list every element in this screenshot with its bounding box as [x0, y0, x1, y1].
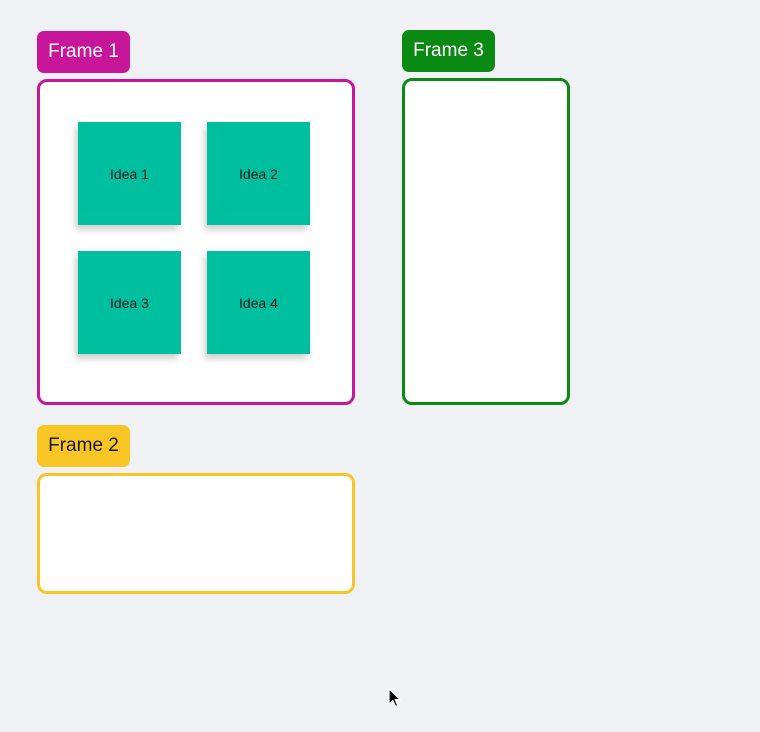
frame-3-label[interactable]: Frame 3	[402, 30, 495, 72]
frame-3[interactable]	[402, 78, 570, 405]
sticky-note-label: Idea 2	[239, 165, 278, 182]
sticky-note-label: Idea 3	[110, 294, 149, 311]
arrow-cursor-icon	[388, 688, 401, 708]
frame-1[interactable]: Idea 1 Idea 2 Idea 3 Idea 4	[37, 79, 355, 405]
sticky-note-idea-2[interactable]: Idea 2	[207, 122, 310, 225]
frame-2[interactable]	[37, 473, 355, 594]
frame-2-label[interactable]: Frame 2	[37, 425, 130, 467]
sticky-note-idea-1[interactable]: Idea 1	[78, 122, 181, 225]
sticky-note-label: Idea 4	[239, 294, 278, 311]
frame-1-label[interactable]: Frame 1	[37, 31, 130, 73]
sticky-note-label: Idea 1	[110, 165, 149, 182]
sticky-note-idea-3[interactable]: Idea 3	[78, 251, 181, 354]
sticky-note-idea-4[interactable]: Idea 4	[207, 251, 310, 354]
